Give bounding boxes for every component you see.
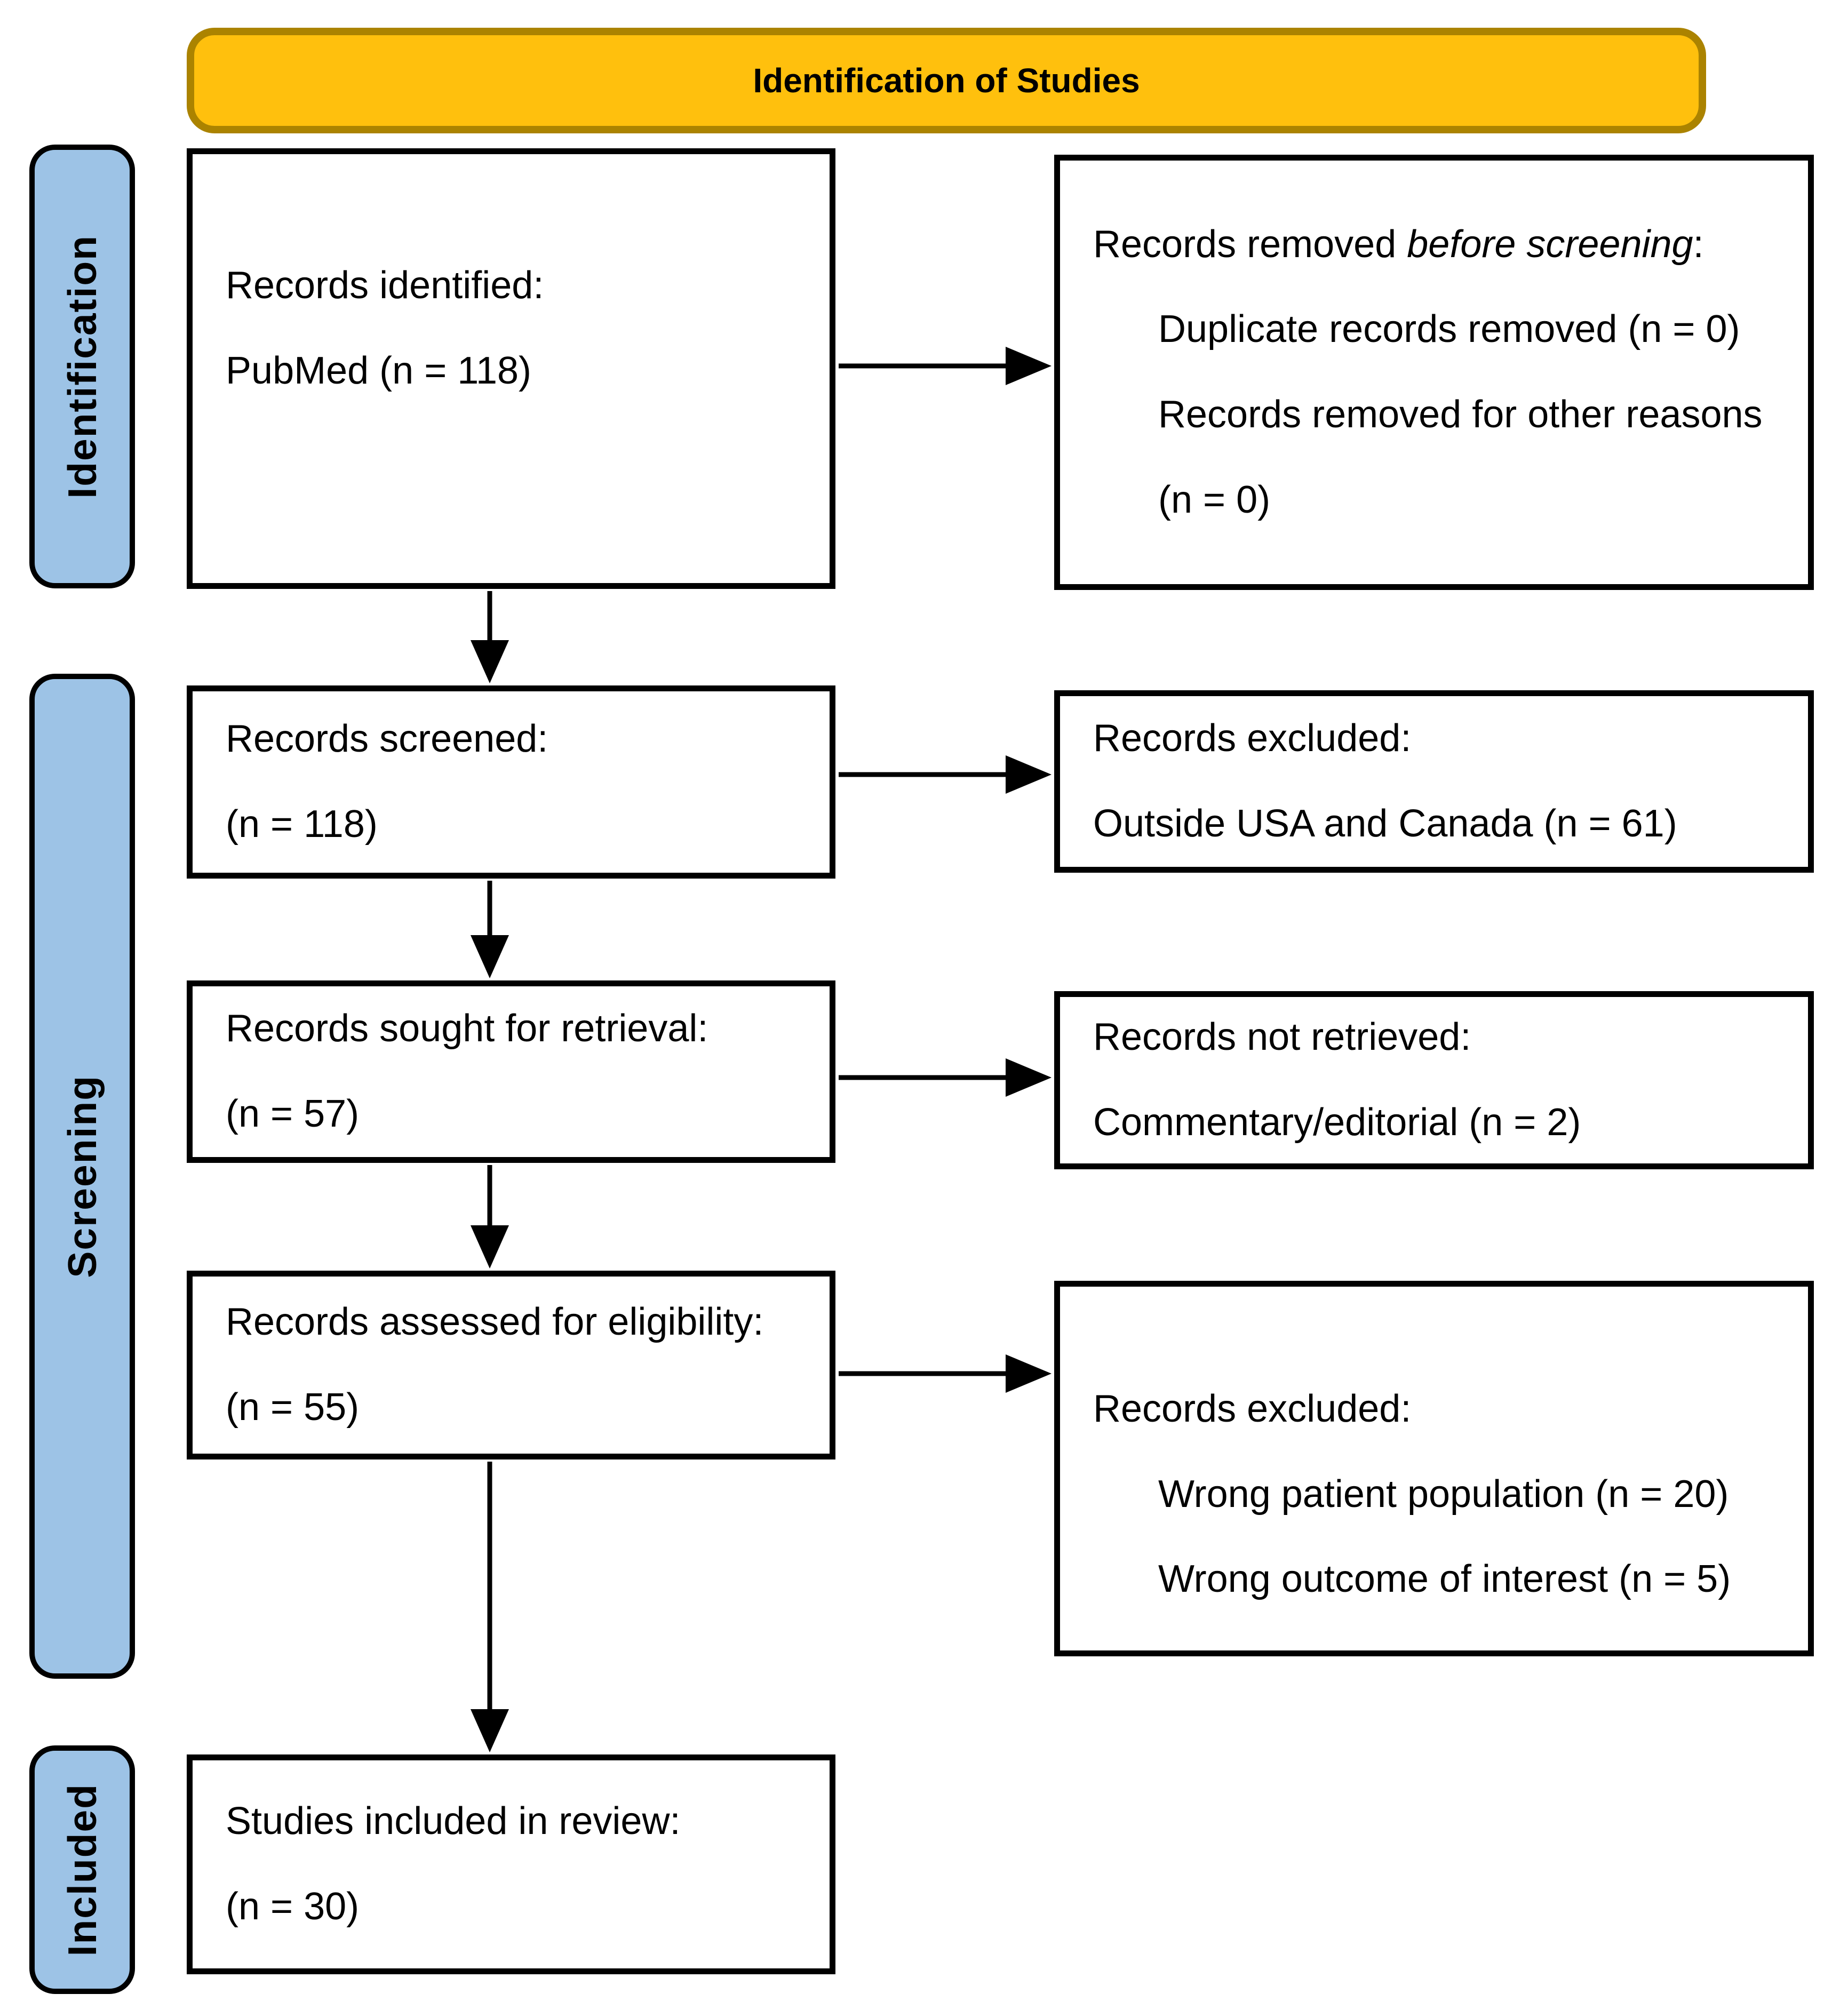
arrow-down-identified-to-screened-icon [471,591,509,683]
intro-prefix: Records removed [1093,222,1407,266]
box-text-line: (n = 30) [226,1885,360,1928]
stage-bar-screening: Screening [29,674,135,1679]
box-text-line: Commentary/editorial (n = 2) [1093,1101,1581,1144]
box-text-line: Records removed for other reasons [1158,393,1763,436]
box-records-sought: Records sought for retrieval: (n = 57) [187,980,835,1163]
box-text-line: Records excluded: [1093,717,1412,760]
box-records-not-retrieved: Records not retrieved: Commentary/editor… [1054,991,1814,1169]
arrow-down-screened-to-sought-icon [471,881,509,978]
diagram-title-banner: Identification of Studies [187,28,1706,133]
box-text-line: Records assessed for eligibility: [226,1301,764,1344]
arrow-right-screened-to-excluded-icon [839,755,1052,794]
box-records-excluded-screening: Records excluded: Outside USA and Canada… [1054,690,1814,873]
box-text-line: Wrong patient population (n = 20) [1158,1472,1729,1516]
diagram-title: Identification of Studies [753,61,1140,100]
stage-bar-identification: Identification [29,145,135,588]
arrow-right-identified-to-removed-icon [839,347,1052,385]
arrow-down-sought-to-assessed-icon [471,1165,509,1269]
box-records-removed-before-screening: Records removed before screening: Duplic… [1054,155,1814,590]
box-text-line: Wrong outcome of interest (n = 5) [1158,1558,1731,1601]
box-text-line: (n = 0) [1158,478,1271,521]
box-text-line: Records removed before screening: [1093,222,1792,267]
box-records-identified: Records identified: PubMed (n = 118) [187,148,835,589]
box-records-screened: Records screened: (n = 118) [187,685,835,879]
box-text-line: Records identified: [226,264,544,307]
intro-italic: before screening [1407,222,1693,266]
box-text-line: Records sought for retrieval: [226,1007,708,1050]
arrow-down-assessed-to-included-icon [471,1462,509,1752]
box-text-line: (n = 55) [226,1386,360,1429]
box-text-line: (n = 57) [226,1092,360,1135]
box-records-assessed: Records assessed for eligibility: (n = 5… [187,1271,835,1459]
box-records-excluded-eligibility: Records excluded: Wrong patient populati… [1054,1281,1814,1656]
arrow-right-sought-to-not-retrieved-icon [839,1058,1052,1097]
box-studies-included: Studies included in review: (n = 30) [187,1754,835,1974]
box-text-line: Outside USA and Canada (n = 61) [1093,802,1677,845]
box-text-line: Records screened: [226,717,548,761]
box-text-line: Records not retrieved: [1093,1016,1471,1059]
box-text-line: Records excluded: [1093,1387,1412,1430]
box-text-line: PubMed (n = 118) [226,349,532,392]
box-text-line: (n = 118) [226,803,378,846]
box-text-line: Studies included in review: [226,1800,681,1843]
arrow-right-assessed-to-excluded-icon [839,1354,1052,1393]
stage-bar-included: Included [29,1745,135,1994]
intro-suffix: : [1693,222,1704,266]
box-text-line: Duplicate records removed (n = 0) [1158,308,1740,351]
